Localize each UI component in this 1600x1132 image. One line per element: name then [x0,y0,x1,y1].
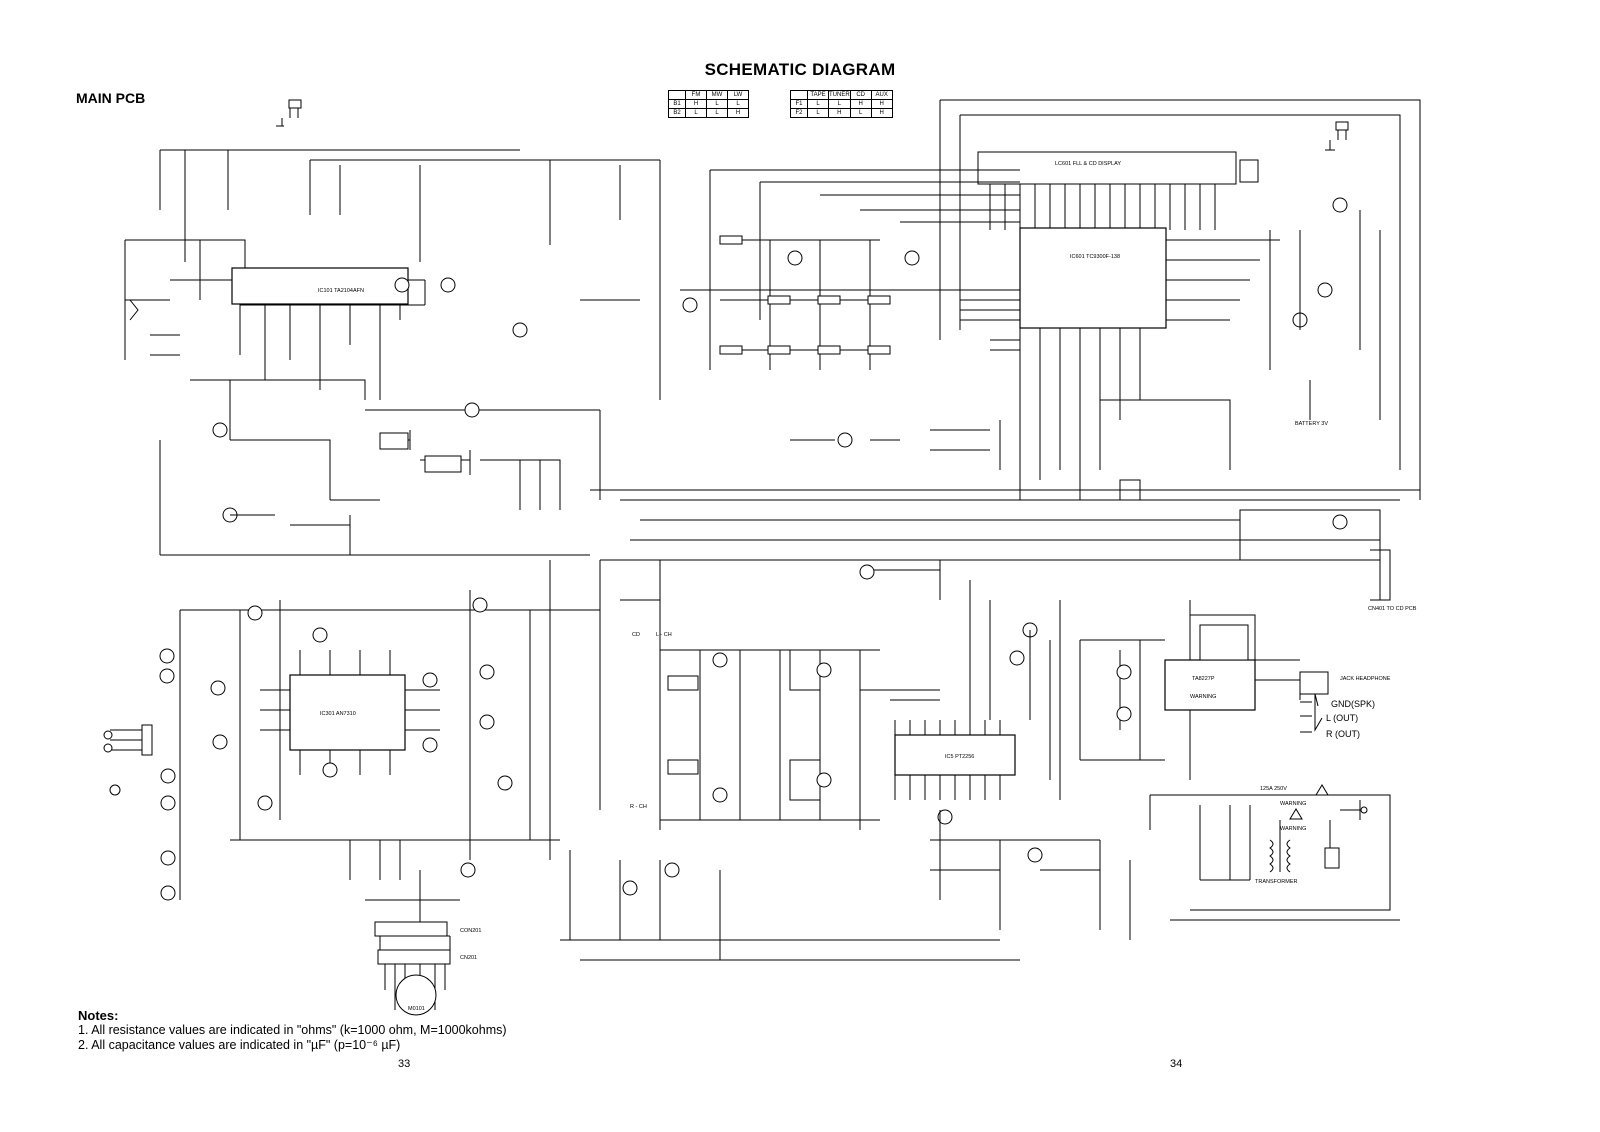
mcu-ic [1019,227,1167,329]
cn201-connector [377,949,451,965]
table-cell: L [807,108,829,118]
right-out-label: R (OUT) [1326,729,1360,739]
gnd-spk-output-label: GND(SPK) [1331,699,1375,709]
con201-label: CON201 [460,928,481,934]
page-number-left: 33 [398,1058,411,1070]
cn201-label: CN201 [460,955,477,961]
page-number-right: 34 [1170,1058,1183,1070]
tuner-section: IC101 TA2104AFN [124,99,661,556]
power-section: 125A 250V WARNING WARNING TRANSFORMER [1149,784,1400,921]
band-switch-table: FM MW LW B1 H L L B2 L L H [668,90,749,118]
motor-symbol [395,974,437,1016]
table-cell: H [727,108,749,118]
table-row: F1 L L H H [790,99,893,109]
transformer-warning-label: WARNING [1280,826,1306,832]
page-title: SCHEMATIC DIAGRAM [704,60,896,79]
headphone-jack-label: JACK HEADPHONE [1340,676,1391,682]
tuner-ic-label: IC101 TA2104AFN [318,288,364,294]
display-label: LC601 FLL & CD DISPLAY [1055,161,1121,167]
amp-warning-label: WARNING [1190,694,1216,700]
cd-label: CD [632,632,640,638]
audio-ic [289,674,406,751]
left-channel-label: L - CH [656,632,672,638]
notes: Notes: 1. All resistance values are indi… [78,1008,507,1053]
notes-title: Notes: [78,1008,119,1023]
left-out-label: L (OUT) [1326,713,1358,723]
con201-connector [374,921,448,937]
amp-ic-label: TA8227P [1192,676,1215,682]
table-cell: H [870,108,893,118]
audio-section: CD L - CH R - CH IC5 PT2256 TA8227P WARN… [599,559,1391,830]
audio-ic-label: IC301 AN7310 [320,711,356,717]
note-item: 2. All capacitance values are indicated … [78,1038,401,1052]
mcu-section: LC601 FLL & CD DISPLAY IC601 TC9300F-138… [580,99,1421,612]
fuse-label: 125A 250V [1260,786,1287,792]
tape-section: IC301 AN7310 [103,560,600,901]
transformer-label: TRANSFORMER [1255,879,1298,885]
battery-label: BATTERY 3V [1295,421,1328,427]
note-item: 1. All resistance values are indicated i… [78,1023,507,1037]
tuner-ic [231,267,409,305]
display-module [977,151,1237,185]
function-switch-table: TAPE TUNER CD AUX F1 L L H H F2 L H L H [790,90,893,118]
motor-section: CON201 CN201 M0101 [365,809,1131,1016]
mcu-label: IC601 TC9300F-138 [1070,254,1120,260]
volume-ic-label: IC5 PT2256 [945,754,974,760]
right-channel-label: R - CH [630,804,647,810]
board-label: MAIN PCB [76,90,146,106]
table-row: B2 L L H [668,108,749,118]
cd-connector-label: CN401 TO CD PCB [1368,606,1417,612]
amp-ic [1164,659,1256,711]
table-row: F2 L H L H [790,108,893,118]
motor-label: M0101 [408,1006,425,1012]
power-warning-label: WARNING [1280,801,1306,807]
